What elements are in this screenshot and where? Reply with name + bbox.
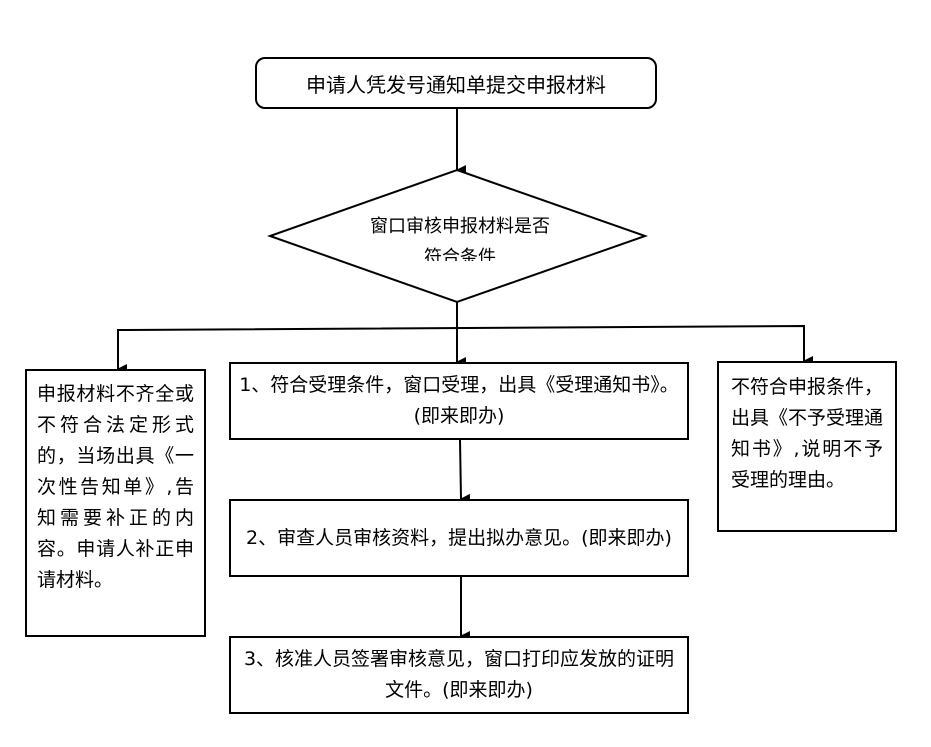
step-2-box: 2、审查人员审核资料，提出拟办意见。(即来即办) xyxy=(229,499,689,577)
incomplete-materials-box: 申报材料不齐全或不符合法定形式的，当场出具《一次性告知单》,告知需要补正的内容。… xyxy=(25,369,206,637)
step-3-box: 3、核准人员签署审核意见，窗口打印应发放的证明文件。(即来即办) xyxy=(229,636,689,714)
arrow-step-1-to-2 xyxy=(459,439,471,504)
start-box: 申请人凭发号通知单提交申报材料 xyxy=(255,57,657,109)
rejection-box: 不符合申报条件，出具《不予受理通知书》,说明不予受理的理由。 xyxy=(717,361,897,532)
step-1-text: 1、符合受理条件，窗口受理，出具《受理通知书》。(即来即办) xyxy=(239,374,679,427)
decision-text: 窗口审核申报材料是否符合条件 xyxy=(370,216,550,261)
incomplete-materials-text: 申报材料不齐全或不符合法定形式的，当场出具《一次性告知单》,告知需要补正的内容。… xyxy=(37,383,194,591)
step-2-text: 2、审查人员审核资料，提出拟办意见。(即来即办) xyxy=(246,526,672,549)
start-text: 申请人凭发号通知单提交申报材料 xyxy=(306,72,606,97)
step-1-box: 1、符合受理条件，窗口受理，出具《受理通知书》。(即来即办) xyxy=(229,362,689,440)
rejection-text: 不符合申报条件，出具《不予受理通知书》,说明不予受理的理由。 xyxy=(731,376,884,491)
step-3-text: 3、核准人员签署审核意见，窗口打印应发放的证明文件。(即来即办) xyxy=(243,648,675,701)
branch-line xyxy=(117,324,805,333)
